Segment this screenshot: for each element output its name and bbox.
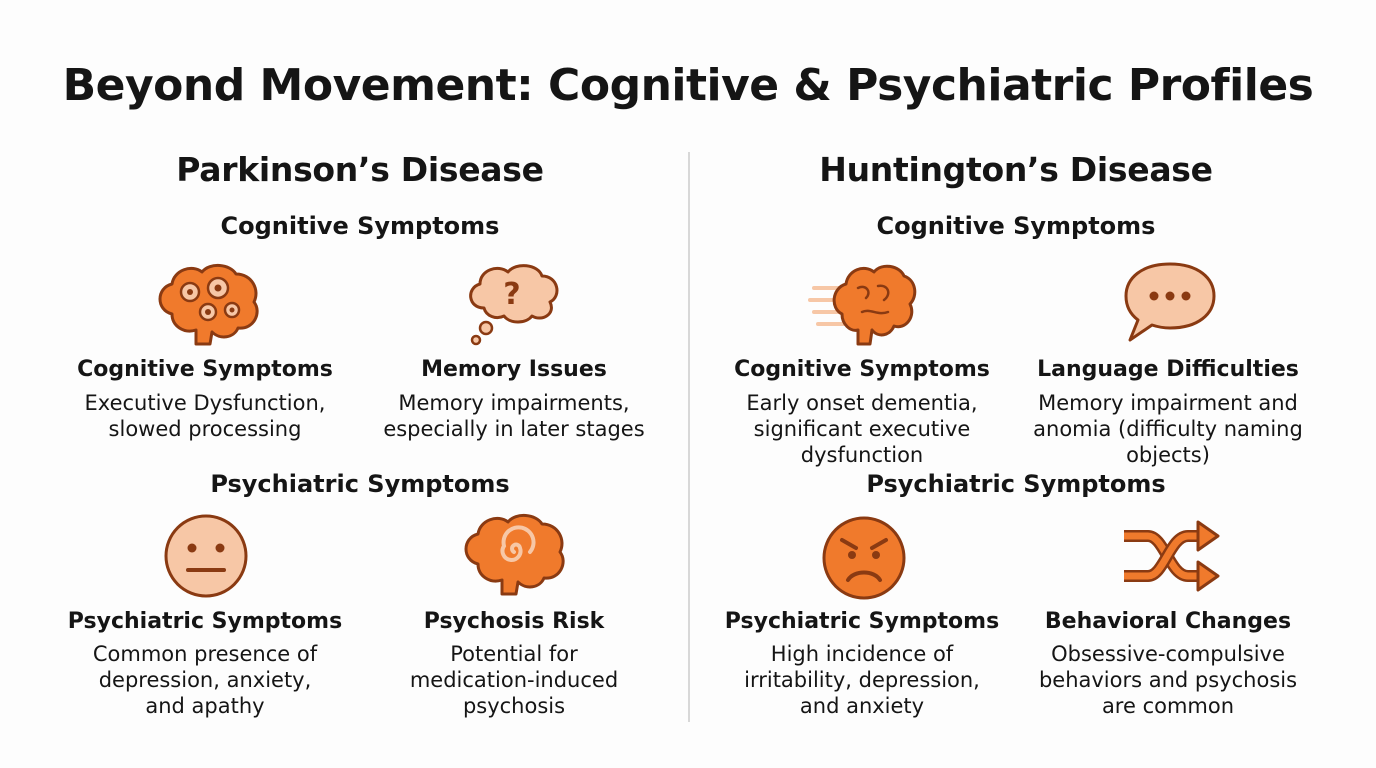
huntingtons-cognitive-heading: Cognitive Symptoms xyxy=(876,212,1156,240)
speech-bubble-dots-icon xyxy=(1114,258,1226,354)
svg-text:?: ? xyxy=(503,277,520,312)
thought-bubble-question-icon: ? xyxy=(456,258,568,354)
brain-gears-icon xyxy=(150,258,262,354)
huntingtons-psychiatric-item-title: Psychiatric Symptoms xyxy=(724,609,1000,634)
column-divider xyxy=(688,152,690,722)
parkinsons-psychiatric-item-title: Psychiatric Symptoms xyxy=(67,609,343,634)
huntingtons-behavioral-item-desc: Obsessive-compulsive behaviors and psych… xyxy=(1038,642,1298,718)
parkinsons-psychosis-item-title: Psychosis Risk xyxy=(423,609,605,634)
parkinsons-title: Parkinson’s Disease xyxy=(176,150,544,189)
parkinsons-memory-item-title: Memory Issues xyxy=(421,357,607,382)
parkinsons-memory-item-desc: Memory impairments, especially in later … xyxy=(383,391,645,441)
neutral-face-icon xyxy=(150,508,262,604)
huntingtons-cognitive-item-desc: Early onset dementia, significant execut… xyxy=(746,391,978,467)
shuffle-arrows-icon xyxy=(1114,510,1226,606)
huntingtons-language-item-desc: Memory impairment and anomia (difficulty… xyxy=(1033,391,1303,467)
huntingtons-psychiatric-heading: Psychiatric Symptoms xyxy=(866,470,1166,498)
parkinsons-psychiatric-heading: Psychiatric Symptoms xyxy=(210,470,510,498)
angry-face-icon xyxy=(808,510,920,606)
fading-brain-icon xyxy=(808,258,920,354)
parkinsons-psychiatric-item-desc: Common presence of depression, anxiety, … xyxy=(92,642,318,718)
huntingtons-cognitive-item-title: Cognitive Symptoms xyxy=(734,357,990,382)
parkinsons-psychosis-item-desc: Potential for medication-induced psychos… xyxy=(409,642,619,718)
huntingtons-language-item-title: Language Difficulties xyxy=(1037,357,1299,382)
page-title: Beyond Movement: Cognitive & Psychiatric… xyxy=(62,60,1314,111)
huntingtons-behavioral-item-title: Behavioral Changes xyxy=(1044,609,1292,634)
parkinsons-cognitive-item-title: Cognitive Symptoms xyxy=(77,357,333,382)
huntingtons-title: Huntington’s Disease xyxy=(819,150,1213,189)
parkinsons-cognitive-heading: Cognitive Symptoms xyxy=(220,212,500,240)
brain-spiral-icon xyxy=(456,508,568,604)
parkinsons-cognitive-item-desc: Executive Dysfunction, slowed processing xyxy=(84,391,326,441)
huntingtons-psychiatric-item-desc: High incidence of irritability, depressi… xyxy=(744,642,980,718)
